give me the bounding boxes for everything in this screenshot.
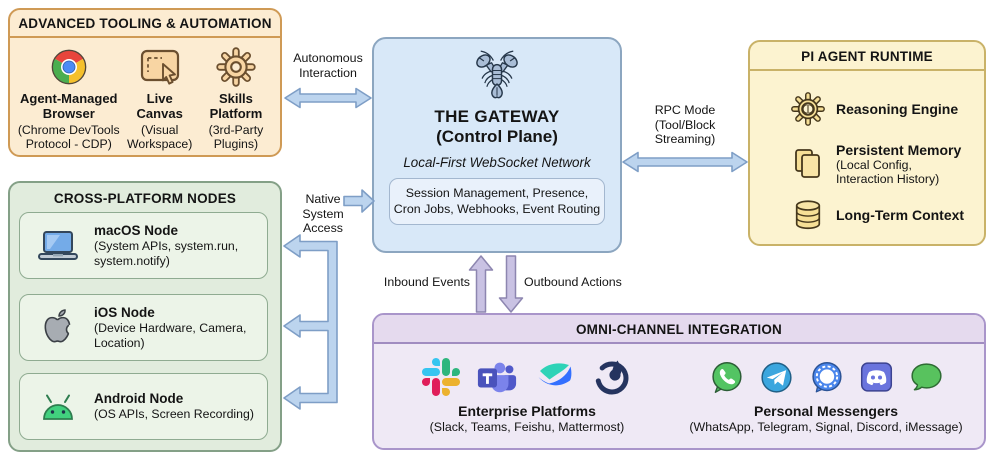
node-desc: (System APIs, system.run, system.notify) <box>94 239 239 268</box>
tool-name: Live Canvas <box>136 91 183 121</box>
runtime-item-desc: (Local Config, Interaction History) <box>836 157 940 187</box>
gateway-panel: THE GATEWAY (Control Plane) Local-First … <box>372 37 622 253</box>
tool-desc: (Chrome DevTools Protocol - CDP) <box>17 122 120 152</box>
runtime-item-name: Long-Term Context <box>836 207 965 223</box>
group-name: Enterprise Platforms <box>458 403 596 419</box>
node-desc: (Device Hardware, Camera, Location) <box>94 321 247 350</box>
gear-brain-icon <box>790 91 826 127</box>
node-name: macOS Node <box>94 223 179 238</box>
advanced-tooling-title: ADVANCED TOOLING & AUTOMATION <box>10 10 280 38</box>
cross-platform-panel: CROSS-PLATFORM NODES macOS Node (System … <box>8 181 282 452</box>
cross-platform-title: CROSS-PLATFORM NODES <box>53 191 237 206</box>
slack-icon <box>422 358 460 396</box>
tool-desc: (Visual Workspace) <box>126 122 193 152</box>
mattermost-icon <box>592 357 632 397</box>
whatsapp-icon <box>708 359 745 396</box>
group-desc: (Slack, Teams, Feishu, Mattermost) <box>429 420 625 434</box>
discord-icon <box>858 359 895 396</box>
ios-node-card: iOS Node (Device Hardware, Camera, Locat… <box>19 294 268 361</box>
autonomous-interaction-label: Autonomous Interaction <box>293 51 363 80</box>
canvas-cursor-icon <box>124 45 196 89</box>
android-icon <box>32 392 84 422</box>
group-name: Personal Messengers <box>754 403 898 419</box>
memory-pages-icon <box>790 147 826 181</box>
group-desc: (WhatsApp, Telegram, Signal, Discord, iM… <box>689 420 963 434</box>
inbound-outbound-arrows <box>458 253 534 315</box>
chrome-icon <box>14 45 124 89</box>
pi-agent-runtime-panel: PI AGENT RUNTIME Re <box>748 40 986 246</box>
tool-name: Agent-Managed Browser <box>20 91 118 121</box>
enterprise-platforms-group: Enterprise Platforms (Slack, Teams, Feis… <box>402 355 652 434</box>
native-system-access-connector <box>278 186 378 418</box>
apple-icon <box>32 308 84 348</box>
imessage-icon <box>908 359 945 396</box>
macos-node-card: macOS Node (System APIs, system.run, sys… <box>19 212 268 279</box>
tool-name: Skills Platform <box>209 91 263 121</box>
long-term-context-item: Long-Term Context <box>750 196 984 234</box>
native-system-access-label: Native System Access <box>302 192 344 236</box>
reasoning-engine-item: Reasoning Engine <box>750 90 984 128</box>
outbound-actions-label: Outbound Actions <box>524 275 622 289</box>
rpc-mode-arrow <box>620 149 750 175</box>
laptop-icon <box>32 228 84 264</box>
lobster-icon <box>374 47 620 103</box>
skills-platform-item: Skills Platform (3rd-Party Plugins) <box>196 45 276 151</box>
telegram-icon <box>758 359 795 396</box>
persistent-memory-item: Persistent Memory (Local Config, Interac… <box>750 136 984 192</box>
live-canvas-item: Live Canvas (Visual Workspace) <box>124 45 196 151</box>
node-desc: (OS APIs, Screen Recording) <box>94 407 254 422</box>
database-icon <box>790 198 826 232</box>
gateway-tagline: Local-First WebSocket Network <box>403 154 591 170</box>
feishu-icon <box>534 357 576 397</box>
autonomous-interaction-arrow <box>282 85 374 111</box>
gateway-services: Session Management, Presence, Cron Jobs,… <box>389 177 605 225</box>
runtime-item-name: Reasoning Engine <box>836 101 959 117</box>
node-name: Android Node <box>94 391 184 407</box>
teams-icon <box>476 357 518 397</box>
omni-channel-panel: OMNI-CHANNEL INTEGRATION <box>372 313 986 450</box>
android-node-card: Android Node (OS APIs, Screen Recording) <box>19 373 268 440</box>
agent-managed-browser-item: Agent-Managed Browser (Chrome DevTools P… <box>14 45 124 151</box>
gateway-title: THE GATEWAY <box>434 107 560 126</box>
runtime-title: PI AGENT RUNTIME <box>750 42 984 71</box>
gear-icon <box>196 45 276 89</box>
node-name: iOS Node <box>94 305 155 320</box>
personal-messengers-group: Personal Messengers (WhatsApp, Telegram,… <box>674 355 978 434</box>
omni-title: OMNI-CHANNEL INTEGRATION <box>374 315 984 344</box>
signal-icon <box>808 359 845 396</box>
rpc-mode-label: RPC Mode (Tool/Block Streaming) <box>654 103 716 147</box>
advanced-tooling-panel: ADVANCED TOOLING & AUTOMATION Agent-Mana… <box>8 8 282 157</box>
runtime-item-name: Persistent Memory <box>836 141 962 158</box>
gateway-subtitle: (Control Plane) <box>436 127 558 147</box>
tool-desc: (3rd-Party Plugins) <box>208 122 264 152</box>
inbound-events-label: Inbound Events <box>383 275 470 289</box>
